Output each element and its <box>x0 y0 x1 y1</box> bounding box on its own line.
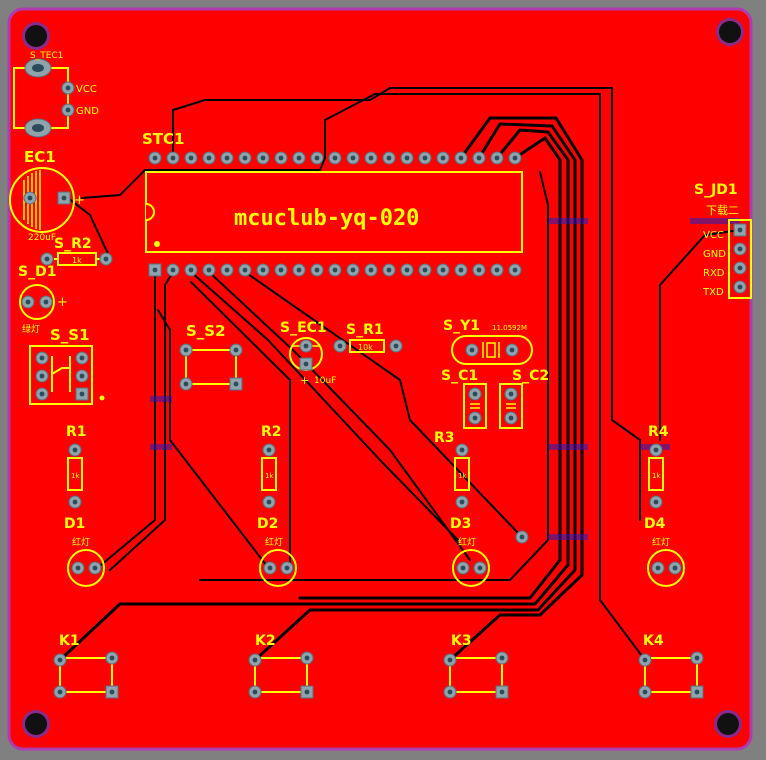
s-r1-value: 10k <box>358 343 373 352</box>
s-jd1-pin-vcc: VCC <box>703 230 724 241</box>
stc1: mcuclub-yq-020 STC1 <box>142 130 523 277</box>
stc1-ref: STC1 <box>142 130 184 148</box>
k1: K1 <box>53 633 119 699</box>
copper-traces <box>58 87 741 662</box>
r2: R2 1k <box>261 424 282 509</box>
k2: K2 <box>248 633 314 699</box>
k3: K3 <box>443 633 509 699</box>
mounting-hole-br <box>714 710 742 738</box>
s-jd1-ref: S_JD1 <box>694 182 738 198</box>
s-tec1: S_TEC1 VCC GND <box>13 51 99 138</box>
s-c2-ref: S_C2 <box>512 368 549 384</box>
s-c1-ref: S_C1 <box>441 368 478 384</box>
d1-ref: D1 <box>64 516 85 532</box>
ec1: EC1 + 220uF <box>9 148 85 243</box>
s-ec1-ref: S_EC1 <box>280 320 327 336</box>
s-d1-value: 绿灯 <box>22 323 40 335</box>
r3: R3 1k <box>434 430 470 509</box>
s-r1: S_R1 10k <box>333 322 403 353</box>
s-s1-ref: S_S1 <box>50 326 90 344</box>
s-s1: S_S1 <box>29 326 105 405</box>
s-ec1-value: 10uF <box>314 376 336 386</box>
k2-ref: K2 <box>255 633 276 649</box>
s-r2-ref: S_R2 <box>54 236 92 252</box>
s-d1-plus: + <box>57 295 68 310</box>
d2-value: 红灯 <box>265 536 283 548</box>
d2: D2 红灯 <box>257 516 297 587</box>
s-y1: S_Y1 11.0592M <box>443 318 533 365</box>
board-title: mcuclub-yq-020 <box>234 206 419 231</box>
r4: R4 1k <box>648 424 669 509</box>
ec1-value: 220uF <box>28 233 56 243</box>
r3-value: 1k <box>458 472 467 480</box>
k3-ref: K3 <box>451 633 472 649</box>
ec1-plus: + <box>74 193 85 208</box>
d3-value: 红灯 <box>458 536 476 548</box>
s-jd1-sub: 下载二 <box>706 204 739 217</box>
d1: D1 红灯 <box>64 516 105 587</box>
s-tec1-ref: S_TEC1 <box>30 51 63 61</box>
d4-ref: D4 <box>644 516 666 532</box>
r1-value: 1k <box>71 472 80 480</box>
s-d1-ref: S_D1 <box>18 264 56 280</box>
s-d1: S_D1 + 绿灯 <box>18 264 68 335</box>
mounting-hole-tl <box>22 22 50 50</box>
r1: R1 1k <box>66 424 87 509</box>
s-c2: S_C2 <box>499 368 549 429</box>
s-s2-ref: S_S2 <box>186 322 226 340</box>
mounting-hole-tr <box>716 18 744 46</box>
mounting-hole-bl <box>22 710 50 738</box>
d2-ref: D2 <box>257 516 278 532</box>
s-y1-value: 11.0592M <box>492 324 527 332</box>
d4: D4 红灯 <box>644 516 685 587</box>
r2-value: 1k <box>265 472 274 480</box>
r4-value: 1k <box>652 472 661 480</box>
s-y1-ref: S_Y1 <box>443 318 480 334</box>
s-tec1-gnd-label: GND <box>76 106 99 117</box>
s-ec1-plus: + <box>300 374 309 387</box>
d3-ref: D3 <box>450 516 471 532</box>
k4: K4 <box>638 633 704 699</box>
k4-ref: K4 <box>643 633 664 649</box>
r3-ref: R3 <box>434 430 455 446</box>
s-s2: S_S2 <box>179 322 243 391</box>
k1-ref: K1 <box>59 633 80 649</box>
d1-value: 红灯 <box>72 536 90 548</box>
s-c1: S_C1 <box>441 368 487 429</box>
s-r2-value: 1k <box>72 256 82 265</box>
s-r1-ref: S_R1 <box>346 322 384 338</box>
r4-ref: R4 <box>648 424 669 440</box>
s-jd1-pin-rxd: RXD <box>703 268 725 279</box>
d4-value: 红灯 <box>652 536 670 548</box>
r2-ref: R2 <box>261 424 282 440</box>
s-jd1: S_JD1 下载二 VCC GND RXD TXD <box>694 182 752 299</box>
r1-ref: R1 <box>66 424 87 440</box>
s-tec1-vcc-label: VCC <box>76 84 97 95</box>
s-jd1-pin-gnd: GND <box>703 249 726 260</box>
s-r2: S_R2 1k <box>40 236 113 266</box>
s-ec1: S_EC1 + 10uF <box>280 320 336 387</box>
board-outline <box>7 7 753 751</box>
s-jd1-pin-txd: TXD <box>702 287 724 298</box>
d3: D3 红灯 <box>450 516 490 587</box>
ec1-ref: EC1 <box>24 148 56 166</box>
